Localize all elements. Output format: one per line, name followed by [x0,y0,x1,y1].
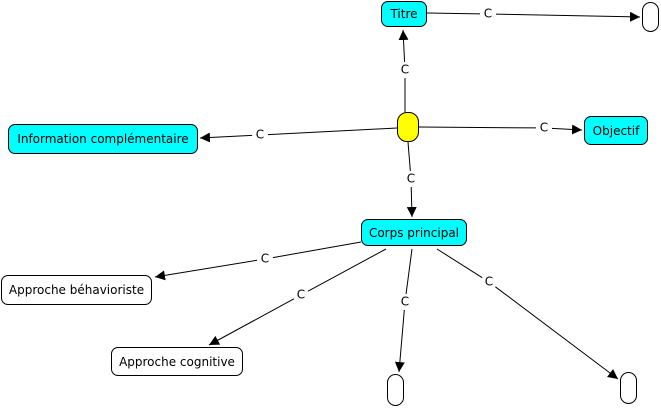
edge-label[interactable]: C [253,127,267,142]
node-label: Titre [390,7,418,21]
edge-corps-corps-child-2-segment-from [436,248,483,279]
edge-corps-behav-segment-from [272,241,362,259]
edge-label[interactable]: C [294,287,308,302]
node-label: Approche béhavioriste [8,283,145,297]
edge-label[interactable]: C [481,6,495,21]
edge-label[interactable]: C [398,62,412,77]
node-corps[interactable]: Corps principal [361,219,467,246]
edge-center-titre-arrow [398,29,409,63]
node-titre[interactable]: Titre [381,1,427,27]
node-label: Approche cognitive [119,354,235,369]
edge-label[interactable]: C [258,251,272,266]
node-objectif[interactable]: Objectif [584,116,648,145]
node-cogn[interactable]: Approche cognitive [111,347,243,376]
node-label: Objectif [592,123,640,138]
edge-corps-cogn-arrow [208,298,295,346]
node-info[interactable]: Information complémentaire [8,124,198,154]
node-corps-child-2[interactable] [620,372,637,404]
edge-corps-corps-child-1-segment-from [405,248,413,295]
edge-label[interactable]: C [398,294,412,309]
edge-corps-corps-child-2-arrow [495,286,619,380]
node-label: Information complémentaire [17,132,189,146]
edge-corps-cogn-segment-from [307,248,387,292]
edge-corps-corps-child-1-arrow [394,309,405,373]
edge-center-objectif-segment-from [418,126,537,129]
edge-titre-titre-child-segment-from [426,12,481,15]
edge-label[interactable]: C [537,120,551,135]
edge-center-objectif-arrow [551,124,583,135]
node-behav[interactable]: Approche béhavioriste [1,275,152,305]
node-label: Corps principal [368,225,460,240]
edge-center-info-arrow [199,132,253,143]
edge-corps-behav-arrow [154,259,258,281]
edge-titre-titre-child-arrow [495,11,641,22]
edge-center-info-segment-from [267,127,398,136]
edge-label[interactable]: C [482,274,496,289]
edge-label[interactable]: C [404,171,418,186]
node-corps-child-1[interactable] [387,374,404,406]
node-center[interactable] [397,112,419,142]
node-titre-child[interactable] [642,2,659,32]
edge-center-corps-arrow [406,186,417,218]
edge-center-corps-segment-from [407,141,411,172]
